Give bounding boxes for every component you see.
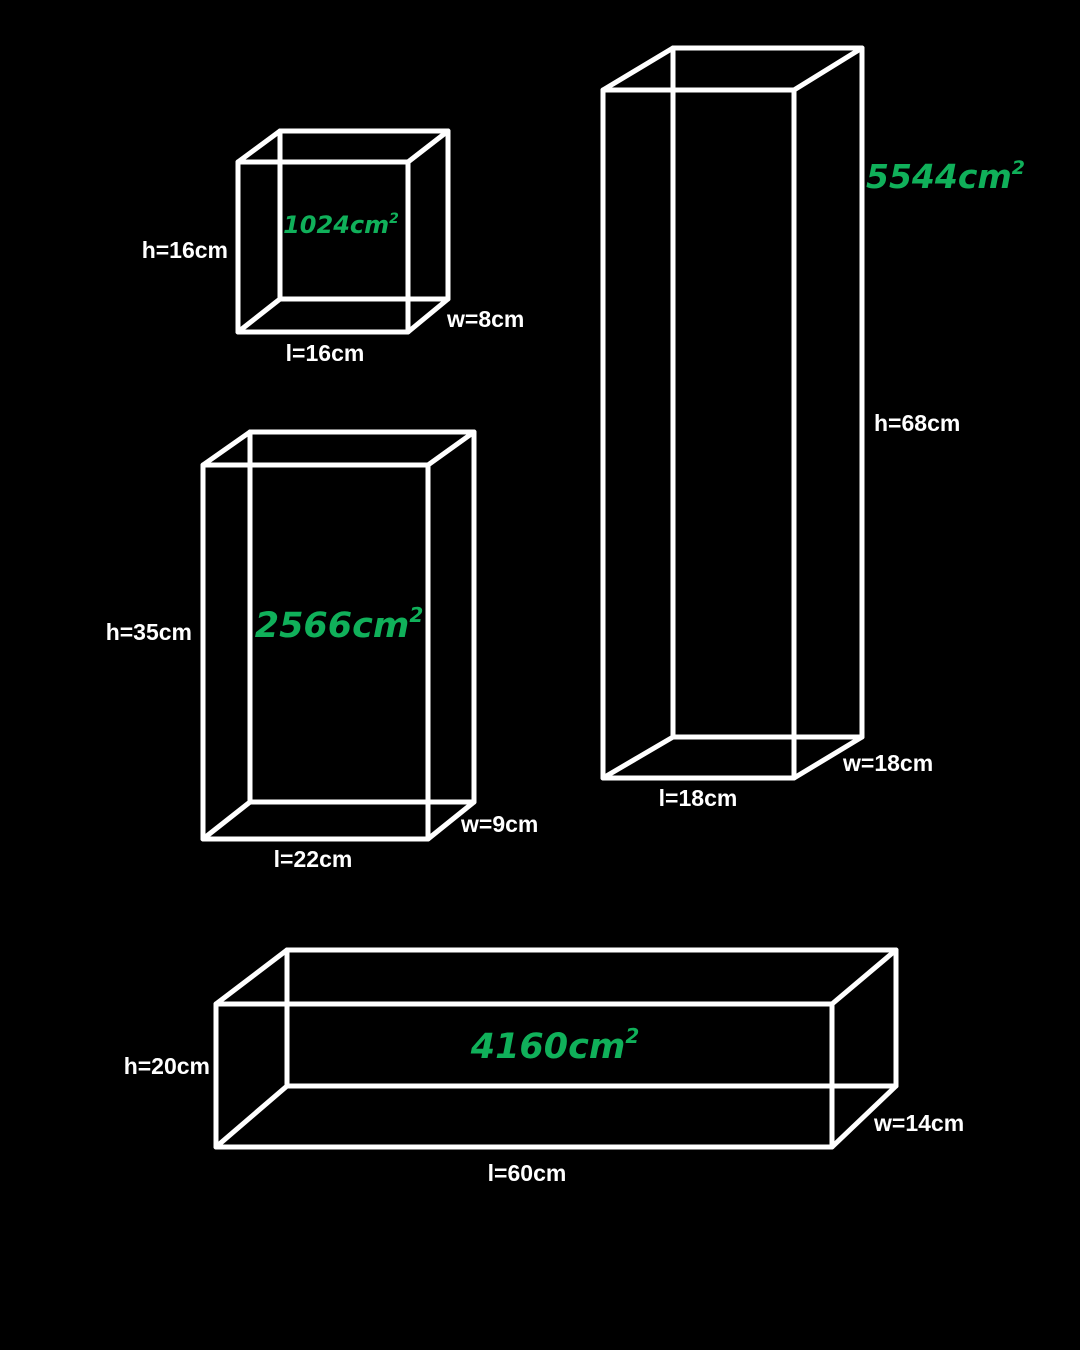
length-label: l=16cm: [286, 340, 365, 366]
edge-bottom-left: [213, 1083, 290, 1150]
box-small-cube: 1024cm2 h=16cm l=16cm w=8cm: [142, 128, 524, 366]
area-label: 1024cm2: [283, 211, 399, 239]
width-label: w=14cm: [873, 1110, 964, 1136]
edge-bottom-right: [405, 296, 451, 335]
back-face: [670, 45, 865, 740]
width-label: w=9cm: [460, 811, 538, 837]
edge-top-right: [791, 45, 865, 93]
height-label: h=35cm: [106, 619, 192, 645]
edge-bottom-left: [200, 799, 253, 842]
edge-bottom-right: [791, 734, 865, 781]
box-tall-wireframe: [600, 45, 865, 781]
length-label: l=22cm: [274, 846, 353, 872]
front-face: [200, 462, 431, 842]
edge-bottom-left: [600, 734, 676, 781]
box-tall: 5544cm2 h=68cm l=18cm w=18cm: [600, 45, 1025, 811]
length-label: l=60cm: [488, 1160, 567, 1186]
area-label: 5544cm2: [866, 157, 1025, 196]
edge-top-left: [600, 45, 676, 93]
box-long-wireframe: [213, 947, 899, 1150]
front-face: [213, 1001, 835, 1150]
back-face: [284, 947, 899, 1089]
edge-bottom-right: [829, 1083, 899, 1150]
front-face: [235, 159, 411, 335]
front-face: [600, 87, 797, 781]
back-face: [277, 128, 451, 302]
area-label: 4160cm2: [470, 1024, 640, 1067]
edge-bottom-right: [425, 799, 477, 842]
edge-top-left: [213, 947, 290, 1007]
box-long: 4160cm2 h=20cm l=60cm w=14cm: [124, 947, 964, 1186]
box-medium: 2566cm2 h=35cm l=22cm w=9cm: [106, 429, 538, 872]
height-label: h=20cm: [124, 1053, 210, 1079]
area-label: 2566cm2: [255, 603, 424, 646]
length-label: l=18cm: [659, 785, 738, 811]
height-label: h=68cm: [874, 410, 960, 436]
edge-top-right: [425, 429, 477, 468]
width-label: w=18cm: [842, 750, 933, 776]
back-face: [247, 429, 477, 805]
edge-top-right: [405, 128, 451, 165]
edge-top-left: [235, 128, 283, 165]
width-label: w=8cm: [446, 306, 524, 332]
box-medium-wireframe: [200, 429, 477, 842]
height-label: h=16cm: [142, 237, 228, 263]
edge-top-right: [829, 947, 899, 1007]
edge-bottom-left: [235, 296, 283, 335]
box-small-cube-wireframe: [235, 128, 451, 335]
edge-top-left: [200, 429, 253, 468]
